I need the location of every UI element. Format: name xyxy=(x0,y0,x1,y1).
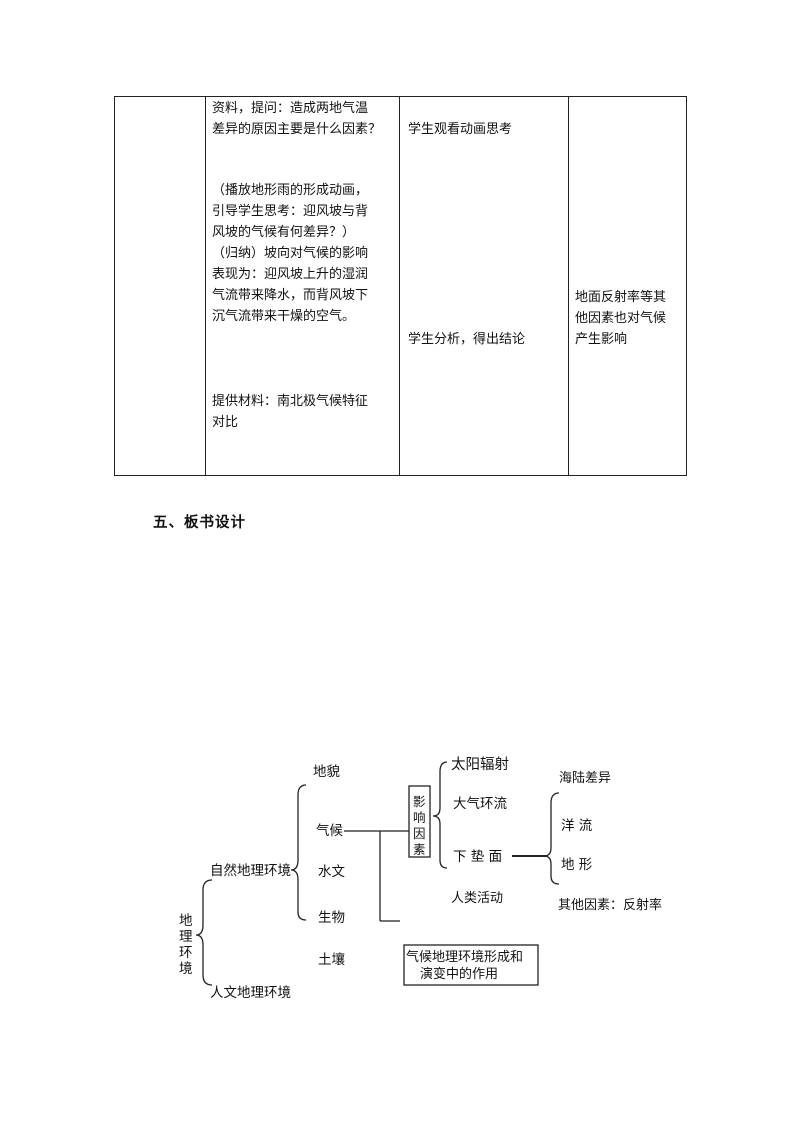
natural-label: 自然地理环境 xyxy=(210,862,291,879)
teacher-block-2: （播放地形雨的形成动画， 引导学生思考：迎风坡与背 风坡的气候有何差异？） （归… xyxy=(212,183,369,324)
element-biology: 生物 xyxy=(318,910,345,926)
factor-surface: 下 垫 面 xyxy=(453,849,502,865)
root-label-4: 境 xyxy=(179,961,193,977)
surface-terrain: 地 形 xyxy=(561,857,593,873)
table-cell-student-activity: 学生观看动画思考 学生分析，得出结论 xyxy=(399,96,569,476)
root-label-1: 地 xyxy=(179,913,193,929)
element-landform: 地貌 xyxy=(313,764,340,780)
lesson-table: 资料，提问：造成两地气温 差异的原因主要是什么因素？ （播放地形雨的形成动画， … xyxy=(114,96,687,476)
table-cell-notes: 地面反射率等其 他因素也对气候 产生影响 xyxy=(568,96,687,476)
factor-solar: 太阳辐射 xyxy=(451,756,509,773)
factors-brace xyxy=(432,761,448,869)
teacher-block-3: 提供材料：南北极气候特征 对比 xyxy=(212,394,369,430)
element-soil: 土壤 xyxy=(318,951,345,968)
table-cell-teacher-activity: 资料，提问：造成两地气温 差异的原因主要是什么因素？ （播放地形雨的形成动画， … xyxy=(205,96,400,476)
factors-box-char-3: 因 xyxy=(413,826,426,841)
role-box xyxy=(403,944,539,986)
student-block-2: 学生分析，得出结论 xyxy=(408,332,526,347)
element-climate: 气候 xyxy=(316,823,343,839)
section-title: 五、板书设计 xyxy=(153,514,246,531)
factors-box-char-2: 响 xyxy=(413,810,426,825)
role-box-line-1: 气候地理环境形成和 xyxy=(406,949,523,965)
table-cell-stage xyxy=(114,96,206,476)
other-factors: 其他因素：反射率 xyxy=(558,897,662,913)
teacher-block-1: 资料，提问：造成两地气温 差异的原因主要是什么因素？ xyxy=(212,101,382,137)
factor-human-activity: 人类活动 xyxy=(451,891,503,906)
student-block-1: 学生观看动画思考 xyxy=(408,122,513,137)
factors-box xyxy=(408,785,431,858)
notes-block-1: 地面反射率等其 他因素也对气候 产生影响 xyxy=(575,290,667,347)
root-label-3: 环 xyxy=(179,945,193,961)
root-brace xyxy=(195,879,213,986)
element-hydrology: 水文 xyxy=(318,864,345,880)
role-box-line-2: 演变中的作用 xyxy=(420,966,498,982)
factor-circulation: 大气环流 xyxy=(453,796,507,812)
factors-box-char-1: 影 xyxy=(413,794,426,809)
surface-ocean-current: 洋 流 xyxy=(561,818,593,834)
surface-land-sea: 海陆差异 xyxy=(559,770,611,786)
elements-brace xyxy=(290,784,307,921)
factors-box-char-4: 素 xyxy=(413,842,426,857)
human-label: 人文地理环境 xyxy=(210,985,291,1001)
root-label-2: 理 xyxy=(179,929,193,945)
surface-brace xyxy=(543,792,560,885)
